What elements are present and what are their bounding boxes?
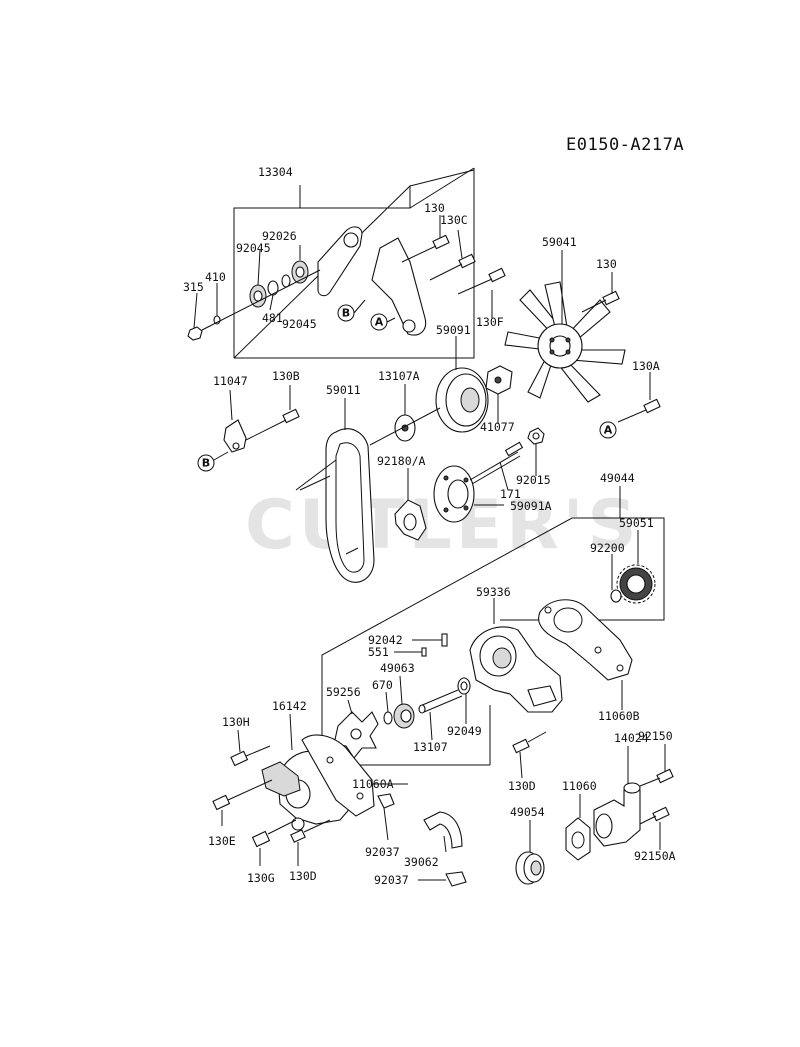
- label-92026: 92026: [262, 229, 297, 243]
- label-130a: 130A: [632, 359, 660, 373]
- nut-315: [187, 326, 203, 341]
- label-11060b: 11060B: [598, 709, 640, 723]
- label-41077: 41077: [480, 420, 515, 434]
- hose-39062: [423, 811, 463, 849]
- fan-group: [504, 250, 626, 403]
- thermostat-group: [515, 744, 674, 885]
- clamp-92037-b: [445, 871, 467, 887]
- label-59051: 59051: [619, 516, 654, 530]
- label-92200: 92200: [590, 541, 625, 555]
- gasket-11060b-group: [538, 599, 633, 710]
- label-92049: 92049: [447, 724, 482, 738]
- label-92037-b: 92037: [374, 873, 409, 887]
- label-130b: 130B: [272, 369, 300, 383]
- label-130g: 130G: [247, 871, 275, 885]
- label-481: 481: [262, 311, 283, 325]
- label-130-fan: 130: [596, 257, 617, 271]
- svg-text:A: A: [375, 316, 384, 329]
- label-130h: 130H: [222, 715, 250, 729]
- label-59091a: 59091A: [510, 499, 552, 513]
- label-92042: 92042: [368, 633, 403, 647]
- label-410: 410: [205, 270, 226, 284]
- gasket-11060b: [538, 599, 633, 681]
- clamp-92037-a: [377, 793, 395, 809]
- label-39062: 39062: [404, 855, 439, 869]
- label-130d-b: 130D: [289, 869, 317, 883]
- belt-59011: [325, 428, 375, 583]
- callout-a-right: [599, 421, 617, 439]
- tensioner-assembly-group: B A: [187, 167, 506, 359]
- gasket-11060a: [301, 734, 375, 817]
- label-11060: 11060: [562, 779, 597, 793]
- pin-92042: [441, 633, 448, 647]
- label-13304: 13304: [258, 165, 293, 179]
- tensioner-bracket: [371, 237, 427, 336]
- gasket-11060: [565, 817, 591, 861]
- svg-text:A: A: [604, 424, 613, 437]
- washer-92200: [610, 589, 622, 603]
- label-13107a: 13107A: [378, 369, 420, 383]
- label-11047: 11047: [213, 374, 248, 388]
- svg-text:B: B: [202, 457, 210, 470]
- label-130c: 130C: [440, 213, 468, 227]
- plate-11047: [223, 419, 247, 453]
- svg-text:B: B: [342, 307, 350, 320]
- label-670: 670: [372, 678, 393, 692]
- label-130e: 130E: [208, 834, 236, 848]
- label-92037-a: 92037: [365, 845, 400, 859]
- label-130: 130: [424, 201, 445, 215]
- label-130f: 130F: [476, 315, 504, 329]
- label-49054: 49054: [510, 805, 545, 819]
- cover-bolts-group: [212, 729, 331, 866]
- snap-ring: [267, 280, 279, 296]
- callout-b-left: [197, 454, 215, 472]
- belt-group: [295, 398, 375, 583]
- label-551: 551: [368, 645, 389, 659]
- label-59256: 59256: [326, 685, 361, 699]
- label-59041: 59041: [542, 235, 577, 249]
- label-92150a: 92150A: [634, 849, 676, 863]
- pulley-flange-group: [394, 427, 545, 541]
- label-13107: 13107: [413, 740, 448, 754]
- label-315: 315: [183, 280, 204, 294]
- label-130d-a: 130D: [508, 779, 536, 793]
- label-59336: 59336: [476, 585, 511, 599]
- gear-group: [321, 486, 665, 766]
- pulley-group: [369, 336, 513, 446]
- label-171: 171: [500, 487, 521, 501]
- label-92045-b: 92045: [282, 317, 317, 331]
- key-551: [421, 647, 427, 657]
- impeller-group: [333, 699, 379, 759]
- label-92015: 92015: [516, 473, 551, 487]
- label-92150: 92150: [638, 729, 673, 743]
- label-92180a: 92180/A: [377, 454, 426, 468]
- label-11060a: 11060A: [352, 777, 394, 791]
- label-16142: 16142: [272, 699, 307, 713]
- diagram-code: E0150-A217A: [566, 135, 684, 155]
- pump-housing-group: [383, 598, 563, 741]
- oring-670: [383, 711, 393, 725]
- label-49063: 49063: [380, 661, 415, 675]
- label-92045-a: 92045: [236, 241, 271, 255]
- plate-group: B: [197, 385, 300, 472]
- label-14024: 14024: [614, 731, 649, 745]
- label-49044: 49044: [600, 471, 635, 485]
- label-59091: 59091: [436, 323, 471, 337]
- label-59011: 59011: [326, 383, 361, 397]
